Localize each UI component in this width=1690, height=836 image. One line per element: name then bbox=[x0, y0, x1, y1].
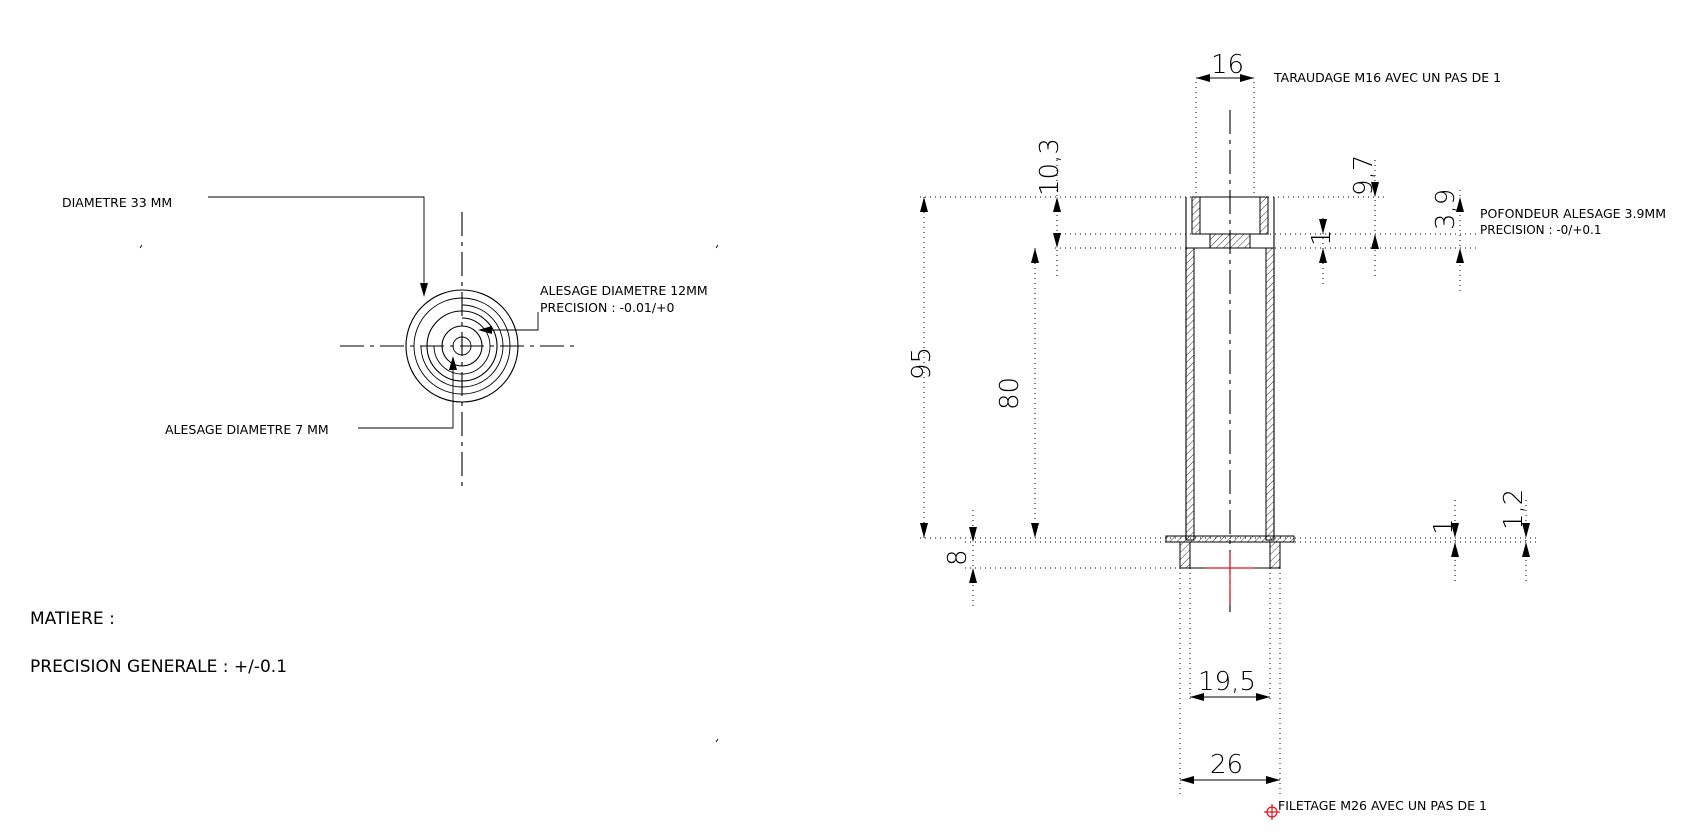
label-profondeur: POFONDEUR ALESAGE 3.9MM bbox=[1480, 206, 1666, 221]
leader-alesage-12 bbox=[490, 312, 539, 331]
head-wall-right bbox=[1259, 196, 1269, 235]
center-hole-circle bbox=[452, 336, 472, 356]
bore-12-circle bbox=[426, 310, 498, 382]
dim-19-5: 19,5 bbox=[1198, 667, 1256, 697]
stray-mark bbox=[139, 244, 143, 249]
arrow bbox=[1266, 776, 1280, 784]
arrow bbox=[1451, 542, 1459, 557]
dim-3-9: 3,9 bbox=[1431, 189, 1461, 230]
arrow-diametre-33 bbox=[420, 283, 428, 297]
leader-alesage-7 bbox=[358, 360, 454, 429]
section-view: 16 95 80 10,3 9,7 1 3,9 8 1 bbox=[907, 50, 1666, 820]
general-notes: MATIERE : PRECISION GENERALE : +/-0.1 bbox=[30, 609, 287, 677]
bore-7-circle bbox=[441, 325, 483, 367]
dim-1-top: 1 bbox=[1307, 229, 1337, 246]
thread-arc-outer bbox=[420, 304, 504, 388]
label-alesage-7: ALESAGE DIAMETRE 7 MM bbox=[165, 422, 329, 437]
arrow bbox=[920, 523, 928, 538]
arrow bbox=[1451, 523, 1459, 538]
label-taraudage: TARAUDAGE M16 AVEC UN PAS DE 1 bbox=[1273, 70, 1501, 85]
bore-step bbox=[1209, 233, 1251, 249]
spigot-wall-left bbox=[1179, 541, 1191, 569]
arrow bbox=[969, 568, 977, 583]
dim-95: 95 bbox=[907, 347, 937, 380]
inner-edge-circle bbox=[413, 297, 511, 395]
arrow bbox=[1371, 234, 1379, 249]
arrow bbox=[1522, 542, 1530, 557]
label-filetage: FILETAGE M26 AVEC UN PAS DE 1 bbox=[1278, 798, 1487, 813]
label-diametre-33: DIAMETRE 33 MM bbox=[62, 195, 172, 210]
arrow bbox=[1053, 197, 1061, 212]
dim-9-7: 9,7 bbox=[1349, 155, 1379, 196]
stray-mark bbox=[715, 244, 719, 249]
arrow bbox=[969, 527, 977, 542]
arrow bbox=[1180, 776, 1194, 784]
label-matiere: MATIERE : bbox=[30, 609, 115, 629]
spigot-wall-right bbox=[1269, 541, 1281, 569]
outer-diameter-circle bbox=[405, 289, 519, 403]
label-alesage-12: ALESAGE DIAMETRE 12MM bbox=[540, 283, 708, 298]
stray-mark bbox=[715, 738, 719, 743]
leader-diametre-33 bbox=[208, 196, 425, 294]
label-profondeur-precision: PRECISION : -0/+0.1 bbox=[1480, 223, 1601, 237]
arrow bbox=[1256, 693, 1270, 701]
dim-16: 16 bbox=[1211, 50, 1244, 80]
dim-26: 26 bbox=[1210, 750, 1243, 780]
arrow bbox=[1371, 182, 1379, 197]
arrow bbox=[1031, 248, 1039, 263]
dim-8: 8 bbox=[943, 549, 973, 566]
arrow bbox=[1522, 523, 1530, 538]
dim-10-3: 10,3 bbox=[1035, 138, 1065, 196]
arrow bbox=[920, 197, 928, 212]
arrow bbox=[1456, 248, 1464, 263]
dim-80: 80 bbox=[995, 377, 1025, 410]
arrow-alesage-7 bbox=[449, 356, 457, 370]
dim-1-bottom: 1 bbox=[1429, 518, 1459, 535]
arrow bbox=[1190, 693, 1204, 701]
tube-wall-left bbox=[1185, 247, 1195, 541]
arrow bbox=[1031, 523, 1039, 538]
arrow bbox=[1319, 219, 1327, 234]
dim-1-2: 1,2 bbox=[1499, 489, 1529, 530]
label-alesage-12-precision: PRECISION : -0.01/+0 bbox=[540, 300, 675, 315]
flange bbox=[1165, 535, 1295, 543]
thread-arc-inner bbox=[433, 317, 491, 375]
arrow bbox=[1053, 233, 1061, 248]
tube-wall-right bbox=[1265, 247, 1275, 541]
head-wall-left bbox=[1191, 196, 1201, 235]
label-precision-generale: PRECISION GENERALE : +/-0.1 bbox=[30, 657, 287, 677]
arrow bbox=[1240, 74, 1254, 82]
arrow bbox=[1456, 197, 1464, 212]
front-view: DIAMETRE 33 MM ALESAGE DIAMETRE 12MM PRE… bbox=[62, 195, 719, 743]
arrow-alesage-12 bbox=[478, 326, 492, 334]
arrow bbox=[1319, 248, 1327, 263]
arrow bbox=[1196, 74, 1210, 82]
